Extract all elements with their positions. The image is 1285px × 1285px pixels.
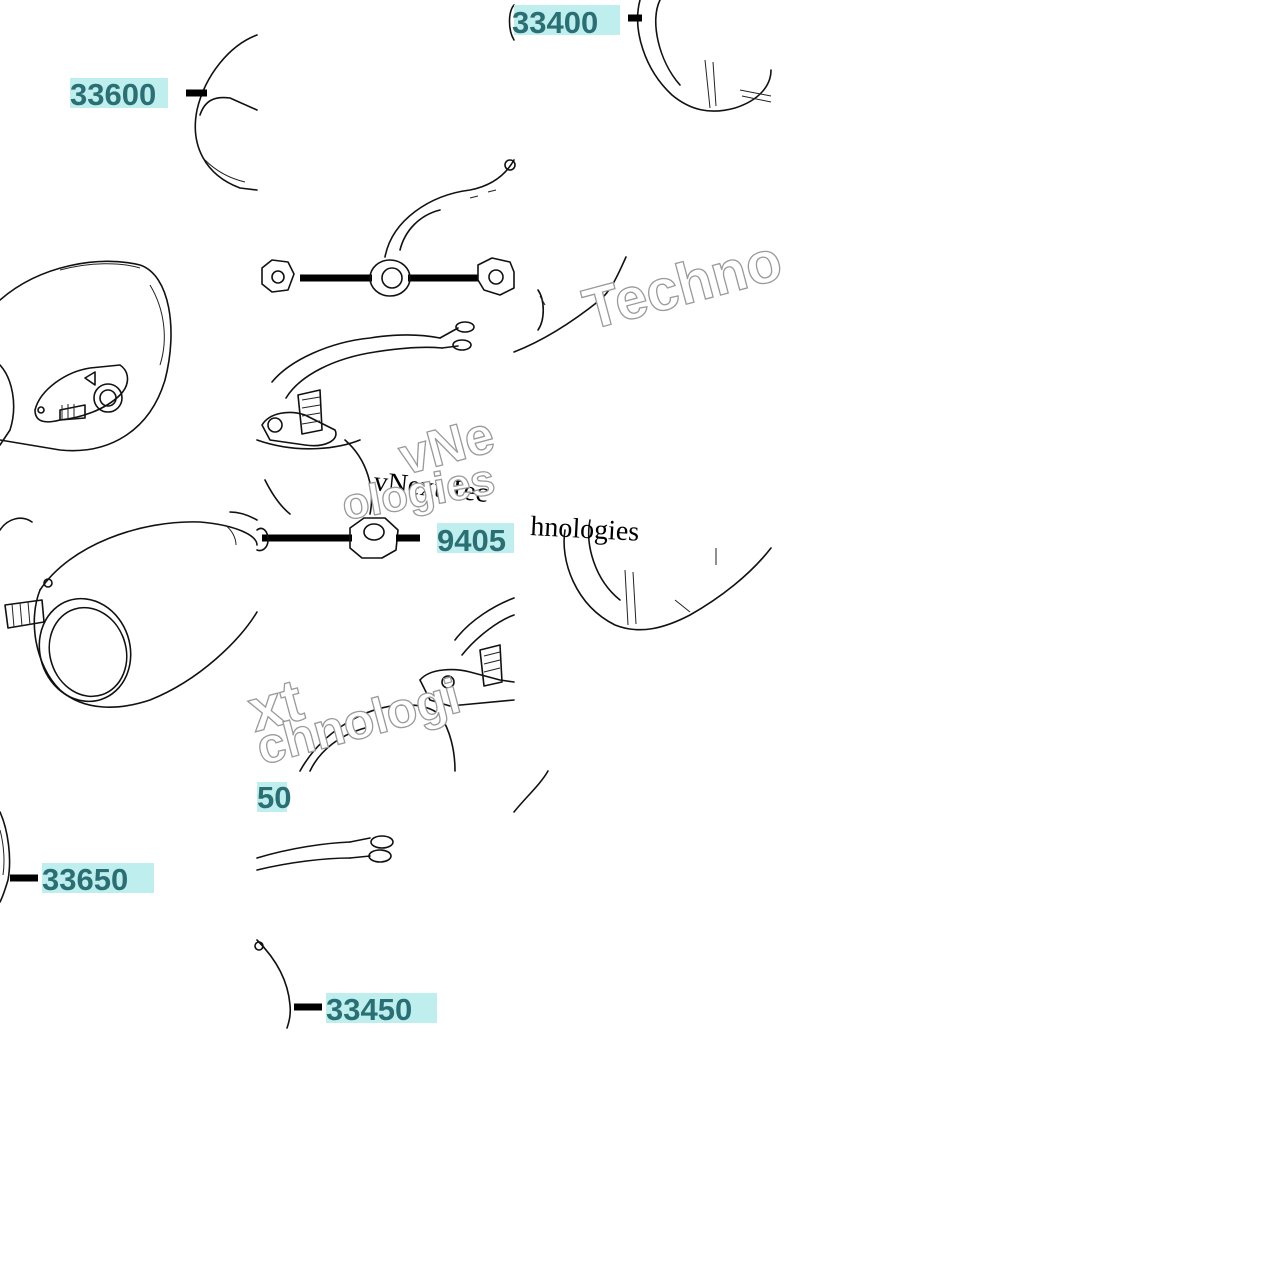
part-label-9405: 9405 bbox=[437, 523, 506, 558]
lamp-housing-with-bracket bbox=[0, 260, 172, 452]
lamp-housing-upper bbox=[384, 159, 516, 258]
part-label-33400: 33400 bbox=[512, 5, 598, 40]
part-label-33650: 33650 bbox=[42, 862, 128, 897]
lens-ring-33600 bbox=[194, 34, 258, 191]
watermark-text-3: Techno bbox=[577, 228, 789, 343]
part-label-50: 50 bbox=[257, 780, 291, 815]
label-highlight-33400 bbox=[514, 5, 620, 35]
bracket-stud bbox=[256, 389, 373, 515]
part-label-33600: 33600 bbox=[70, 77, 156, 112]
label-highlight-50 bbox=[257, 782, 287, 812]
label-highlight-33650 bbox=[42, 863, 154, 893]
watermark-text-7: hnologies bbox=[530, 511, 640, 548]
part-label-33450: 33450 bbox=[326, 992, 412, 1027]
lens-33400 bbox=[508, 0, 772, 112]
wire-lead-lower bbox=[256, 835, 394, 871]
label-highlight-9405 bbox=[437, 523, 514, 553]
lens-side-view bbox=[513, 519, 772, 813]
wire-lead-with-terminals bbox=[271, 321, 475, 399]
ring-33450 bbox=[254, 939, 292, 1029]
label-highlight-33600 bbox=[70, 78, 168, 108]
ring-33650 bbox=[0, 811, 11, 903]
lamp-housing-edge bbox=[513, 256, 627, 353]
mounting-hardware-row bbox=[261, 257, 515, 297]
lamp-body-side-view bbox=[0, 511, 258, 708]
label-highlight-33450 bbox=[326, 993, 437, 1023]
